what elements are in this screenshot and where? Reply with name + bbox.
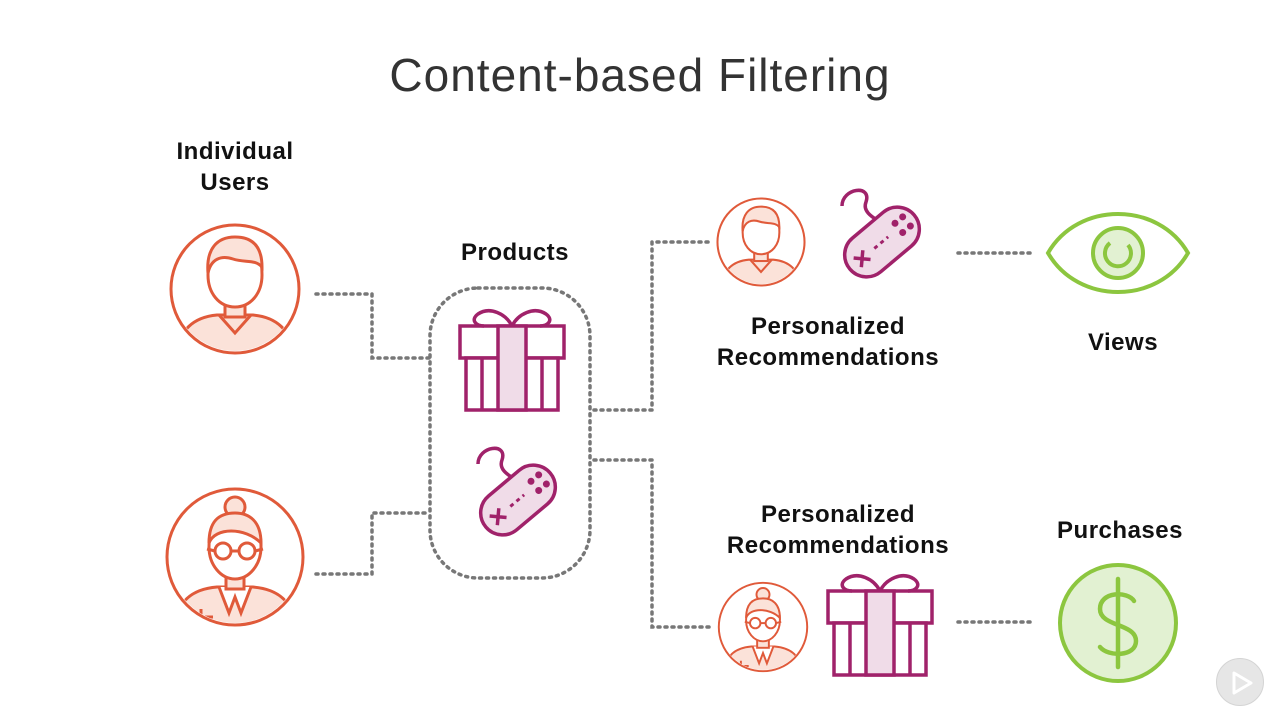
connector-user2-products bbox=[314, 511, 432, 576]
connector-products-rec1 bbox=[592, 240, 714, 412]
connector-products-rec2 bbox=[592, 458, 714, 629]
purchases-label: Purchases bbox=[1057, 517, 1183, 544]
gift-icon bbox=[458, 309, 566, 412]
products-label: Products bbox=[460, 239, 569, 266]
views-label: Views bbox=[1087, 329, 1159, 356]
user-female-icon bbox=[167, 489, 303, 631]
products-box bbox=[428, 286, 592, 580]
gamepad-icon bbox=[469, 446, 567, 546]
user-female-icon-small bbox=[719, 583, 807, 675]
dollar-coin-icon bbox=[1058, 563, 1178, 683]
user-male-icon-small bbox=[717, 198, 804, 289]
gift-icon-recommendation bbox=[826, 574, 934, 677]
play-button[interactable] bbox=[1216, 658, 1264, 706]
individual-users-label: Individual Users bbox=[176, 138, 294, 196]
play-icon bbox=[1232, 671, 1253, 695]
user-male-icon bbox=[171, 225, 299, 359]
slide-title: Content-based Filtering bbox=[389, 49, 891, 101]
gamepad-icon-recommendation bbox=[833, 188, 931, 288]
personalized-recommendations-bottom-label: Personalized Recommendations bbox=[726, 501, 950, 559]
connector-lines bbox=[314, 240, 1034, 629]
eye-icon bbox=[1045, 212, 1191, 294]
connector-user1-products bbox=[314, 292, 432, 360]
personalized-recommendations-top-label: Personalized Recommendations bbox=[716, 313, 940, 371]
